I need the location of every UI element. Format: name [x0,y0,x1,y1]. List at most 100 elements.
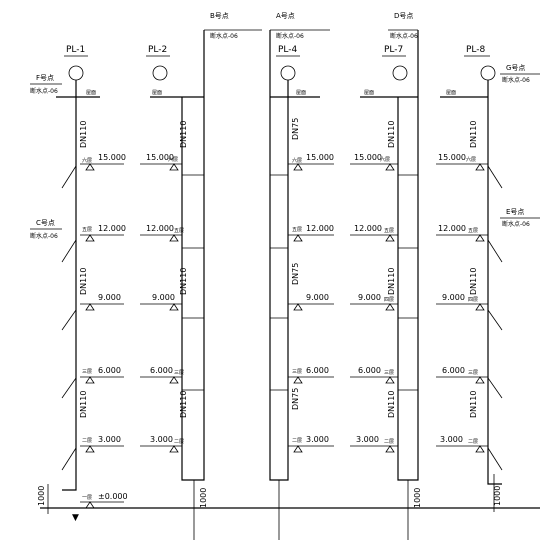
floor-word: 六层 [466,156,476,163]
elevation-label: ±0.000 [98,492,128,501]
floor-word: 二层 [384,439,394,445]
floor-word: 三层 [82,369,92,375]
elevation-marker-icon [169,303,179,311]
vent-cap-icon [480,65,496,81]
stack-label-pl-7: PL-7 [384,45,403,55]
floor-word: 屋面 [364,90,374,96]
elevation-marker-icon [169,376,179,384]
elevation-label: 6.000 [306,366,329,375]
side-tag-name: E号点 [506,208,524,216]
pipe-size: DN110 [79,391,88,418]
branch-pipe [61,377,77,399]
elevation-marker-icon [85,501,95,509]
floor-word: 五层 [292,227,302,233]
elevation-marker-icon [385,376,395,384]
stack-label-pl-1: PL-1 [66,45,85,55]
elevation-marker-icon [293,163,303,171]
pipe-size: DN110 [79,121,88,148]
elevation-marker-icon [385,234,395,242]
side-tag-sub: 断水点-06 [30,232,58,240]
floor-word: 三层 [468,370,478,376]
pipe-size: DN110 [469,121,478,148]
elevation-label: 12.000 [354,224,382,233]
floor-word: 屋面 [152,90,162,96]
base-bend [397,470,419,481]
elevation-label: 12.000 [98,224,126,233]
floor-word: 六层 [82,157,92,164]
side-tag-name: G号点 [506,64,525,72]
floor-word: 三层 [292,369,302,375]
elevation-marker-icon [475,163,485,171]
floor-word: 屋面 [446,90,456,96]
stack-pl-2: PL-2 屋面 B号点 断水点-06 DN110 DN110 DN110 15.… [140,12,262,540]
elevation-label: 15.000 [146,153,174,162]
floor-word: 六层 [168,156,178,163]
pipe-size: DN75 [291,118,300,140]
elevation-label: 6.000 [98,366,121,375]
pipe-size: DN110 [179,268,188,295]
elevation-marker-icon [293,303,303,311]
vent-cap-icon [152,65,168,81]
stack-dim: 1000 [493,486,502,506]
floor-word: 二层 [82,438,92,444]
floor-word: 屋面 [296,90,306,96]
stack-pl-1: PL-1 屋面 F号点 断水点-06 C号点 断水点-06 DN110 DN11… [30,45,128,514]
base-bend [62,470,77,491]
vent-cap-icon [280,65,296,81]
branch-pipe [61,309,77,331]
elevation-marker-icon [85,234,95,242]
floor-word: 六层 [380,156,390,163]
side-tag-sub: 断水点-06 [502,76,530,84]
elevation-label: 6.000 [442,366,465,375]
branch-pipe [487,447,503,471]
pipe-size: DN110 [79,268,88,295]
floor-word: 四层 [468,297,478,303]
elevation-label: 9.000 [98,293,121,302]
elevation-marker-icon [85,445,95,453]
floor-word: 一层 [82,495,92,501]
elevation-marker-icon [169,445,179,453]
elevation-label: 9.000 [442,293,465,302]
side-tag-sub: 断水点-06 [390,32,418,40]
vent-cap-icon [392,65,408,81]
floor-word: 三层 [384,370,394,376]
floor-word: 屋面 [86,90,96,96]
side-tag-sub: 断水点-06 [30,87,58,95]
elevation-label: 15.000 [438,153,466,162]
stack-pl-7: PL-7 屋面 D号点 断水点-06 DN110 DN110 DN110 15.… [350,12,422,540]
side-tag-name: A号点 [276,12,295,20]
elevation-label: 15.000 [354,153,382,162]
floor-word: 四层 [384,297,394,303]
elevation-marker-icon [475,234,485,242]
elevation-label: 3.000 [98,435,121,444]
stack-label-pl-4: PL-4 [278,45,298,55]
pipe-size: DN110 [387,121,396,148]
branch-pipe [487,239,503,263]
branch-pipe [487,165,503,189]
base-bend [487,470,502,485]
elevation-label: 3.000 [150,435,173,444]
elevation-label: 15.000 [306,153,334,162]
side-tag-name: D号点 [394,12,413,20]
elevation-marker-icon [475,376,485,384]
elevation-label: 12.000 [146,224,174,233]
stack-pl-8: PL-8 屋面 G号点 断水点-06 E号点 断水点-06 DN110 DN11… [436,45,540,512]
floor-word: 五层 [82,227,92,233]
elevation-marker-icon [475,445,485,453]
elevation-marker-icon [169,163,179,171]
side-tag-sub: 断水点-06 [502,220,530,228]
branch-pipe [61,239,77,263]
elevation-label: 9.000 [358,293,381,302]
elevation-marker-icon [385,445,395,453]
elevation-label: 6.000 [358,366,381,375]
elevation-marker-icon [475,303,485,311]
vent-cap-icon [68,65,84,81]
pipe-size: DN110 [179,121,188,148]
floor-word: 二层 [292,438,302,444]
floor-word: 五层 [384,228,394,234]
elevation-marker-icon [293,234,303,242]
floor-word: 二层 [468,439,478,445]
pipe-size: DN110 [469,268,478,295]
